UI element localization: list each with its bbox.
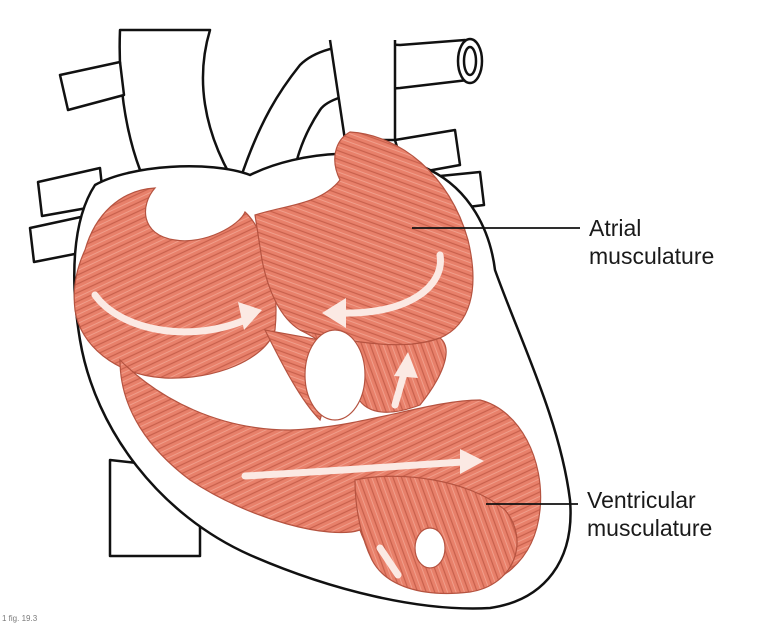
muscle-bundles: [73, 131, 542, 595]
aorta: [118, 28, 232, 177]
superior-vena-cava: [328, 39, 397, 142]
arrow-ventricle: [241, 458, 466, 480]
ventricular-label-line2: musculature: [587, 515, 713, 541]
atrial-label-line1: Atrial: [589, 215, 642, 241]
arrow-left-atrium-head: [238, 302, 262, 330]
pulmonary-artery: [238, 38, 470, 192]
arrow-left-atrium: [91, 291, 254, 336]
central-opening: [304, 329, 366, 421]
aortic-branch-left: [58, 60, 126, 112]
arrow-septum-head: [394, 352, 418, 378]
atrial-musculature-label: Atrial musculature: [589, 214, 714, 270]
arrow-apex: [376, 544, 402, 579]
figure-footnote: 1 fig. 19.3: [2, 614, 38, 623]
ventricular-label-line1: Ventricular: [587, 487, 696, 513]
ventricular-musculature-label: Ventricular musculature: [587, 486, 712, 542]
apex-opening: [414, 527, 446, 569]
direction-arrows: [91, 251, 484, 579]
arrow-right-atrium-head: [322, 298, 346, 328]
leader-lines: [412, 227, 580, 505]
arrow-ventricle-head: [460, 449, 484, 474]
arrow-right-atrium: [336, 251, 444, 317]
atrial-label-line2: musculature: [589, 243, 715, 269]
